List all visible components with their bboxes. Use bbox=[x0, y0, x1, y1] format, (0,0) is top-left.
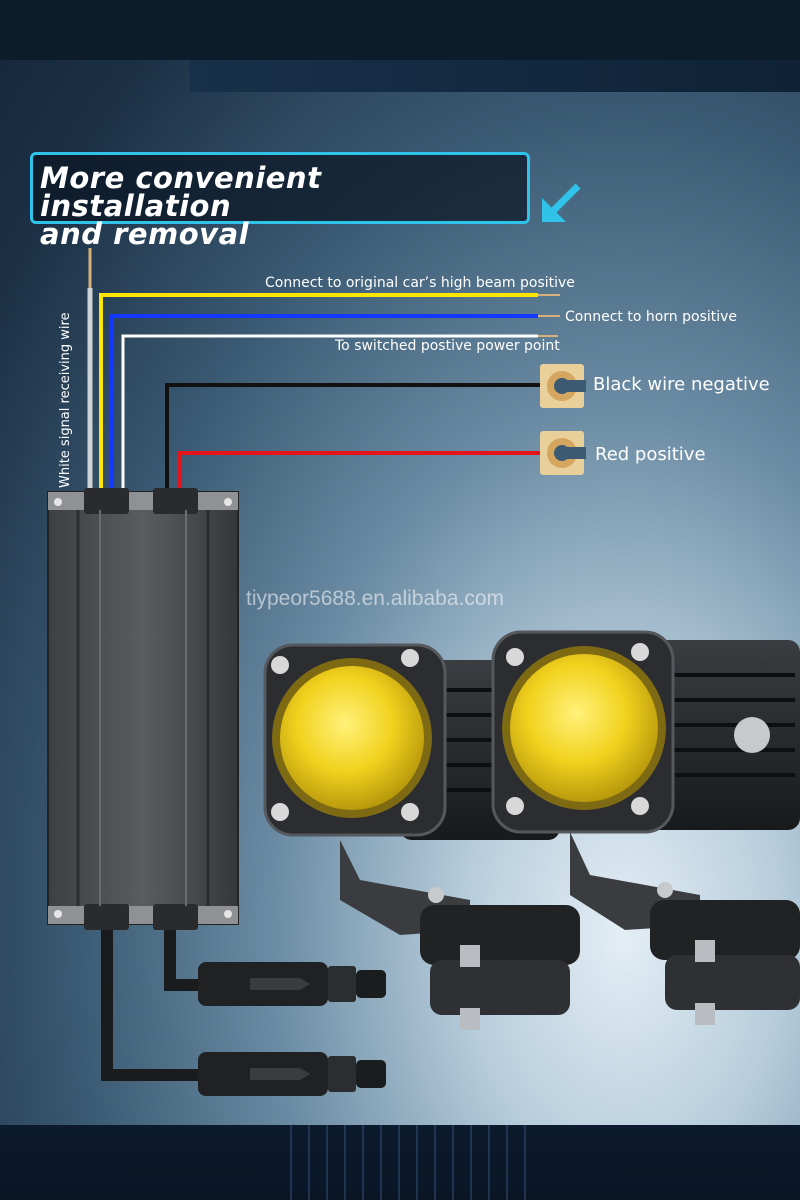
title-line-2: and removal bbox=[40, 217, 250, 251]
arrow-down-left-icon bbox=[542, 183, 581, 222]
switched-power-label: To switched postive power point bbox=[335, 338, 560, 354]
connector-plug bbox=[198, 962, 386, 1006]
output-cables bbox=[101, 930, 200, 1081]
wire-black bbox=[165, 383, 540, 492]
wire-yellow bbox=[99, 293, 538, 492]
horn-label: Connect to horn positive bbox=[565, 309, 738, 325]
page-title: More convenient installation and removal bbox=[40, 161, 520, 251]
controller-box bbox=[47, 488, 239, 930]
fog-lamp-right bbox=[491, 630, 800, 1025]
white-wire-label: White signal receiving wire bbox=[58, 312, 73, 488]
top-band-notch bbox=[190, 60, 800, 92]
wire-blue bbox=[110, 314, 538, 492]
title-line-1: More convenient installation bbox=[40, 161, 322, 223]
red-wire-label: Red positive bbox=[595, 444, 706, 465]
wire-red bbox=[178, 451, 540, 492]
bottom-band-pattern bbox=[290, 1125, 530, 1200]
watermark: tiypeor5688.en.alibaba.com bbox=[246, 587, 505, 610]
title-frame bbox=[30, 152, 530, 224]
top-band bbox=[0, 0, 800, 60]
ring-terminal-icon bbox=[540, 431, 586, 475]
wire-white-switched bbox=[121, 334, 538, 492]
connector-plug bbox=[198, 1052, 386, 1096]
bottom-band bbox=[0, 1125, 800, 1200]
high-beam-label: Connect to original car’s high beam posi… bbox=[265, 275, 575, 291]
ring-terminal-icon bbox=[540, 364, 586, 408]
black-wire-label: Black wire negative bbox=[593, 374, 770, 395]
